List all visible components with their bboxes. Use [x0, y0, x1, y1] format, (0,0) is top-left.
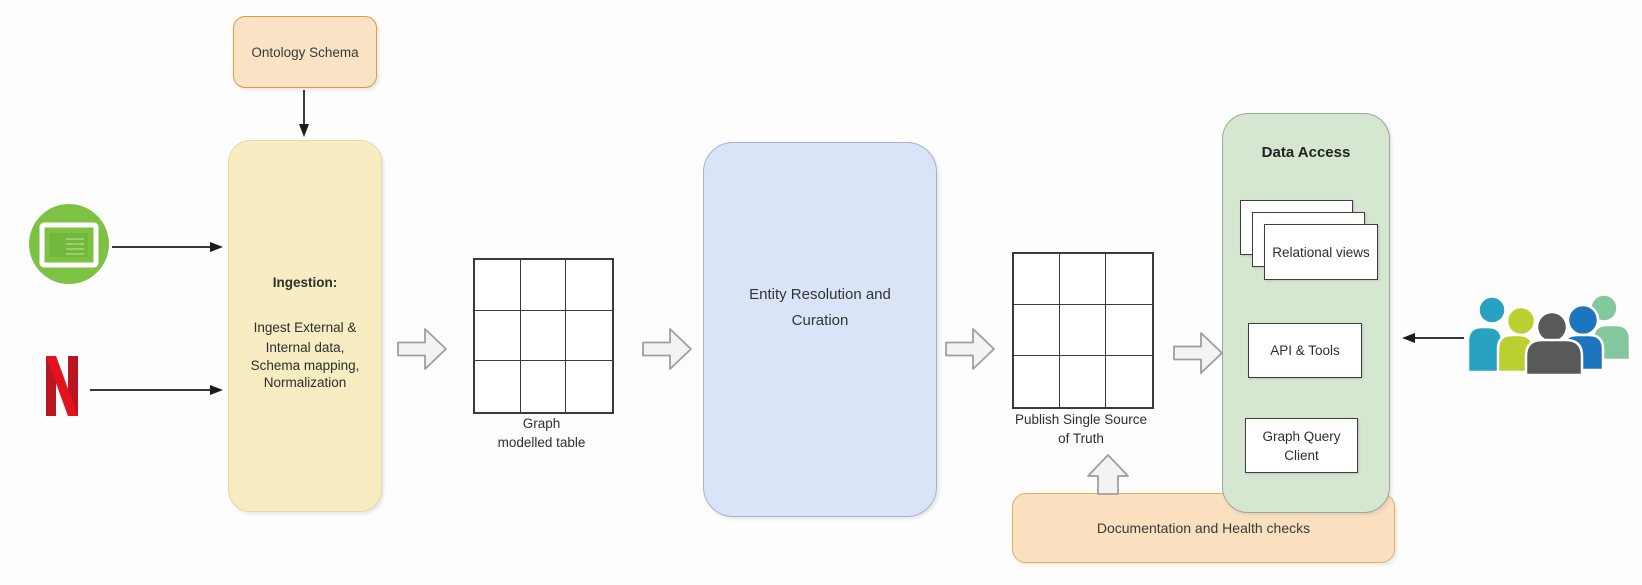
table-cell [475, 260, 521, 311]
block-arrow-ingestion-to-table [397, 328, 447, 370]
netflix-n-logo [46, 356, 78, 416]
ingestion-text: Ingestion: Ingest External & Internal da… [228, 274, 382, 391]
block-arrow-doc-to-publish [1087, 454, 1129, 495]
relational-views-label: Relational views [1272, 244, 1370, 260]
table-cell [566, 361, 612, 412]
publish-table-label: Publish Single Source of Truth [1014, 412, 1148, 446]
ingestion-title: Ingestion: [272, 275, 338, 290]
table-cell [1014, 254, 1060, 305]
table-cell [475, 361, 521, 412]
ingestion-detail-line: Ingest External & [253, 320, 357, 335]
table-cell [475, 310, 521, 362]
documentation-label: Documentation and Health checks [1096, 520, 1311, 536]
arrow-ontology-to-ingestion [299, 90, 309, 137]
ingestion-detail-line: Normalization [263, 375, 347, 390]
ingestion-detail-line: Schema mapping, [250, 358, 360, 373]
ontology-schema-label: Ontology Schema [251, 44, 359, 60]
table-cell [1060, 305, 1106, 356]
graph-query-client-card: Graph Query Client [1245, 418, 1358, 473]
ontology-schema-node: Ontology Schema [233, 16, 377, 88]
table-cell [1106, 305, 1152, 356]
table-cell [566, 311, 612, 362]
users-group-icon [1466, 293, 1632, 377]
ingestion-node [228, 140, 382, 512]
api-tools-card: API & Tools [1248, 323, 1362, 378]
relational-views-card: Relational views [1264, 224, 1378, 280]
data-access-title: Data Access [1261, 144, 1351, 161]
api-tools-label: API & Tools [1270, 343, 1340, 358]
graph-table-label: Graph modelled table [497, 416, 586, 450]
table-cell [1014, 305, 1060, 356]
graph-modelled-table [473, 258, 614, 414]
table-cell [1106, 254, 1152, 305]
table-cell [1060, 356, 1106, 407]
graph-query-client-label: Graph Query Client [1262, 428, 1341, 463]
block-arrow-table-to-entity [642, 328, 692, 370]
documentation-node: Documentation and Health checks [1012, 493, 1395, 563]
arrow-netflix-to-ingestion [90, 385, 223, 395]
arrow-users-to-data-access [1402, 333, 1464, 343]
publish-source-of-truth-table [1012, 252, 1154, 409]
table-cell [566, 260, 612, 311]
table-cell [520, 310, 567, 362]
table-cell [1014, 356, 1060, 407]
entity-resolution-label: Entity Resolution and Curation [749, 286, 891, 329]
table-cell [1106, 356, 1152, 407]
block-arrow-publish-to-access [1173, 332, 1223, 374]
news-source-icon [29, 204, 109, 284]
entity-resolution-node [703, 142, 937, 517]
arrow-news-to-ingestion [112, 242, 223, 252]
ingestion-detail-line: Internal data, [265, 340, 345, 355]
block-arrow-entity-to-publish [945, 328, 995, 370]
table-cell [521, 361, 567, 412]
table-cell [1060, 254, 1106, 305]
table-cell [520, 260, 567, 311]
